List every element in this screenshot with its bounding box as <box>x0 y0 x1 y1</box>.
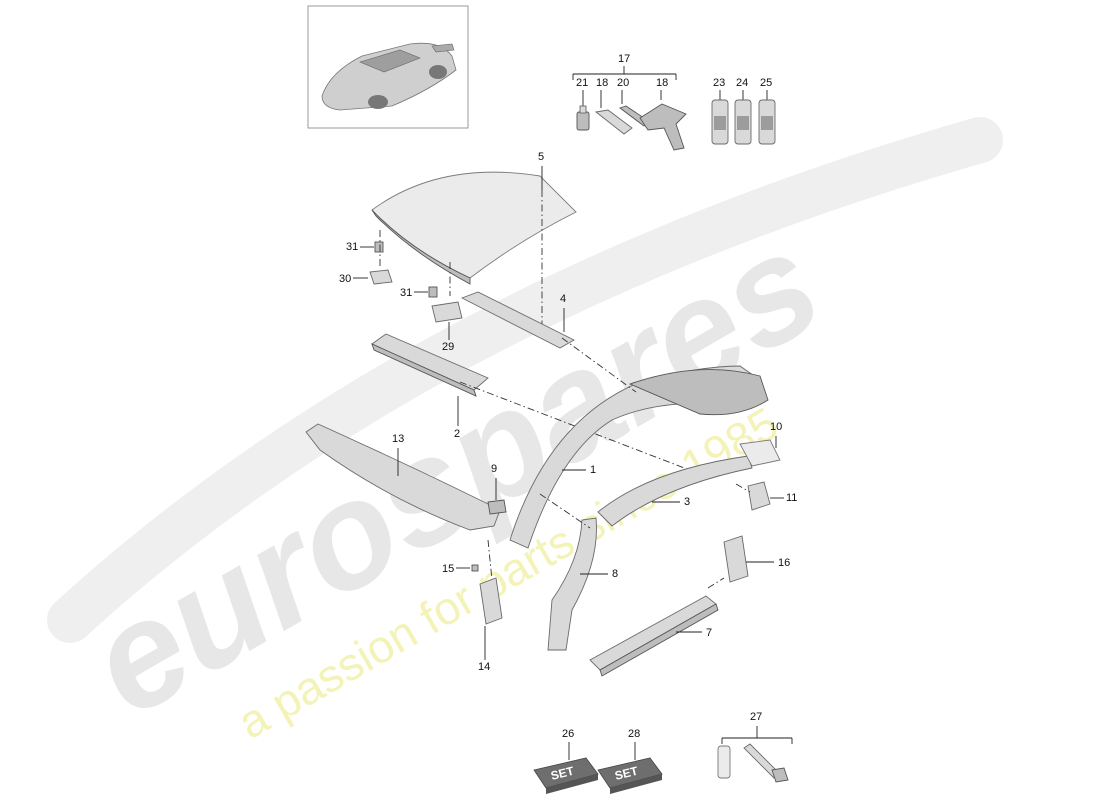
callout-13[interactable]: 13 <box>392 433 404 445</box>
callout-10[interactable]: 10 <box>770 421 782 433</box>
bracket-11[interactable] <box>747 481 771 511</box>
callout-21[interactable]: 21 <box>576 77 588 89</box>
callout-23[interactable]: 23 <box>713 77 725 89</box>
callout-1[interactable]: 1 <box>590 464 596 476</box>
b-pillar-8[interactable] <box>547 517 597 651</box>
callout-11[interactable]: 11 <box>786 492 797 504</box>
car-thumbnail[interactable] <box>307 5 469 129</box>
callout-17[interactable]: 17 <box>618 53 630 65</box>
bracket-29-icon <box>431 301 463 323</box>
car-overview-icon <box>321 42 457 111</box>
roof-panel-5[interactable] <box>371 171 577 285</box>
cartridge-27-icon <box>717 745 731 779</box>
callout-18-gun[interactable]: 18 <box>656 77 668 89</box>
callout-3[interactable]: 3 <box>684 496 690 508</box>
callout-31-bottom[interactable]: 31 <box>400 287 412 299</box>
bottle-21-icon <box>576 105 590 131</box>
glue-gun-icon <box>639 103 687 151</box>
set-label-26: SET <box>549 764 576 783</box>
callout-31-top[interactable]: 31 <box>346 241 358 253</box>
spray-can-24-icon <box>734 99 752 145</box>
panel-10[interactable] <box>739 439 781 467</box>
callout-28[interactable]: 28 <box>628 728 640 740</box>
clip-15-icon <box>471 564 479 572</box>
rod-tool-27-icon <box>743 743 789 783</box>
wheel-arch-3[interactable] <box>597 455 753 527</box>
spray-can-23-icon <box>711 99 729 145</box>
callout-15[interactable]: 15 <box>442 563 454 575</box>
callout-25[interactable]: 25 <box>760 77 772 89</box>
clip-31-icon <box>374 241 384 253</box>
callout-5[interactable]: 5 <box>538 151 544 163</box>
side-frame-pillar-1[interactable] <box>509 365 769 549</box>
callout-7[interactable]: 7 <box>706 627 712 639</box>
side-sill-7[interactable] <box>589 595 719 677</box>
callout-2[interactable]: 2 <box>454 428 460 440</box>
watermark-swoosh <box>47 117 1003 643</box>
roof-frame-rail-4[interactable] <box>460 291 575 349</box>
reinforcement-16[interactable] <box>723 535 749 583</box>
callout-8[interactable]: 8 <box>612 568 618 580</box>
spray-can-25-icon <box>758 99 776 145</box>
callout-4[interactable]: 4 <box>560 293 566 305</box>
bracket-14[interactable] <box>479 577 503 625</box>
bracket-9-icon <box>487 499 507 515</box>
set-kit-28[interactable]: SET <box>597 757 663 794</box>
callout-26[interactable]: 26 <box>562 728 574 740</box>
clip-31b-icon <box>428 286 438 298</box>
callout-16[interactable]: 16 <box>778 557 790 569</box>
callout-24[interactable]: 24 <box>736 77 748 89</box>
set-kit-26[interactable]: SET <box>533 757 599 794</box>
tool-bracket-17 <box>572 66 677 80</box>
bracket-30-icon <box>369 269 393 285</box>
callout-29[interactable]: 29 <box>442 341 454 353</box>
callout-20[interactable]: 20 <box>617 77 629 89</box>
callout-9[interactable]: 9 <box>491 463 497 475</box>
callout-30[interactable]: 30 <box>339 273 351 285</box>
front-pillar-13[interactable] <box>305 423 501 531</box>
cross-member-2[interactable] <box>371 333 489 397</box>
callout-14[interactable]: 14 <box>478 661 490 673</box>
callout-27[interactable]: 27 <box>750 711 762 723</box>
adhesive-tube-icon <box>594 109 633 135</box>
set-label-28: SET <box>613 764 640 783</box>
callout-18-tube[interactable]: 18 <box>596 77 608 89</box>
